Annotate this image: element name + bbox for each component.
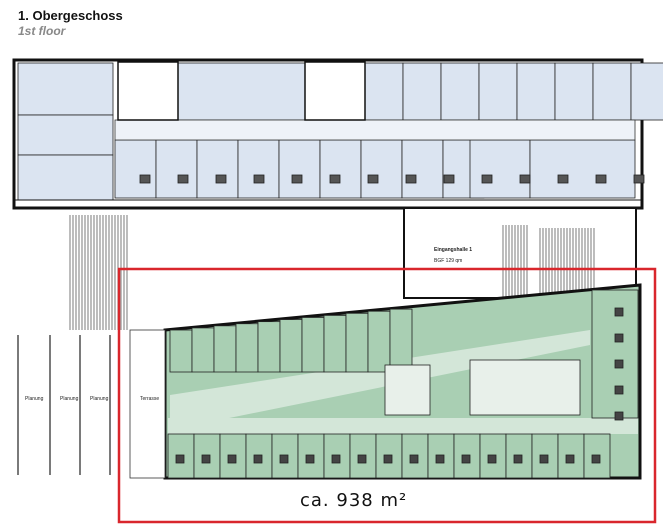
office-room	[389, 308, 413, 373]
highlight-box	[117, 267, 657, 524]
office-room	[279, 319, 303, 373]
office-room	[402, 62, 442, 121]
office-room	[191, 327, 215, 373]
office-room	[592, 62, 632, 121]
desk	[139, 174, 151, 184]
entrance-hall-label: Eingangshalle 1	[434, 247, 472, 253]
stairwell-right	[304, 61, 366, 121]
office-room	[554, 62, 594, 121]
desk	[177, 174, 189, 184]
desk	[461, 454, 471, 464]
office-room	[478, 62, 518, 121]
office-room	[516, 62, 556, 121]
office-room	[367, 310, 391, 373]
desk	[215, 174, 227, 184]
desk	[253, 174, 265, 184]
green-corridor	[170, 330, 590, 430]
desk	[481, 174, 493, 184]
desk	[175, 454, 185, 464]
desk	[227, 454, 237, 464]
area-label: ca. 938 m²	[300, 490, 408, 511]
office-room	[301, 317, 325, 373]
parking-bays	[17, 335, 111, 475]
office-room	[401, 139, 444, 199]
office-room	[630, 62, 663, 121]
desk	[291, 174, 303, 184]
floor-subtitle: 1st floor	[18, 24, 66, 38]
desk	[357, 454, 367, 464]
stairwell-left	[117, 61, 179, 121]
open-office	[469, 359, 581, 416]
office-room	[345, 312, 369, 373]
desk	[519, 174, 531, 184]
desk	[614, 359, 624, 369]
entrance-area-label: BGF 129 qm	[434, 258, 462, 264]
desk	[513, 454, 523, 464]
office-room	[529, 139, 636, 199]
desk	[565, 454, 575, 464]
office-room	[278, 139, 321, 199]
desk	[614, 307, 624, 317]
office-room	[196, 139, 239, 199]
office-room	[237, 139, 280, 199]
floor-title: 1. Obergeschoss	[18, 8, 123, 23]
desk	[435, 454, 445, 464]
meeting-room	[177, 62, 306, 121]
office-room	[169, 329, 193, 373]
planning-label-1: Planung	[25, 396, 44, 402]
desk	[329, 174, 341, 184]
office-room	[319, 139, 362, 199]
desk	[405, 174, 417, 184]
desk	[539, 454, 549, 464]
office-room	[364, 62, 404, 121]
office-room	[440, 62, 480, 121]
office-room	[360, 139, 403, 199]
desk	[383, 454, 393, 464]
planning-label-3: Planung	[90, 396, 109, 402]
office-room	[17, 62, 114, 116]
office-room	[323, 314, 347, 373]
desk	[633, 174, 645, 184]
office-room	[213, 325, 237, 373]
office-room	[235, 323, 259, 373]
desk	[305, 454, 315, 464]
entrance-hall	[403, 207, 637, 299]
desk	[591, 454, 601, 464]
office-room	[17, 114, 114, 156]
desk	[595, 174, 607, 184]
desk	[279, 454, 289, 464]
desk	[201, 454, 211, 464]
desk	[409, 454, 419, 464]
wc-room	[469, 139, 531, 199]
desk	[367, 174, 379, 184]
upper-corridor	[114, 119, 636, 141]
desk	[557, 174, 569, 184]
office-room	[114, 139, 157, 199]
office-room	[17, 154, 114, 201]
office-room	[155, 139, 198, 199]
desk	[487, 454, 497, 464]
desk	[614, 333, 624, 343]
desk	[331, 454, 341, 464]
lower-corridor	[168, 418, 638, 434]
desk	[443, 174, 455, 184]
desk	[614, 385, 624, 395]
terrace-label: Terrasse	[140, 396, 159, 402]
planning-label-2: Planung	[60, 396, 79, 402]
upper-rooms	[17, 62, 663, 201]
green-rooms	[167, 289, 639, 479]
desk	[253, 454, 263, 464]
meeting-room	[384, 364, 431, 416]
office-room	[257, 321, 281, 373]
desk	[614, 411, 624, 421]
stairs	[502, 225, 595, 300]
terrace	[129, 329, 166, 479]
